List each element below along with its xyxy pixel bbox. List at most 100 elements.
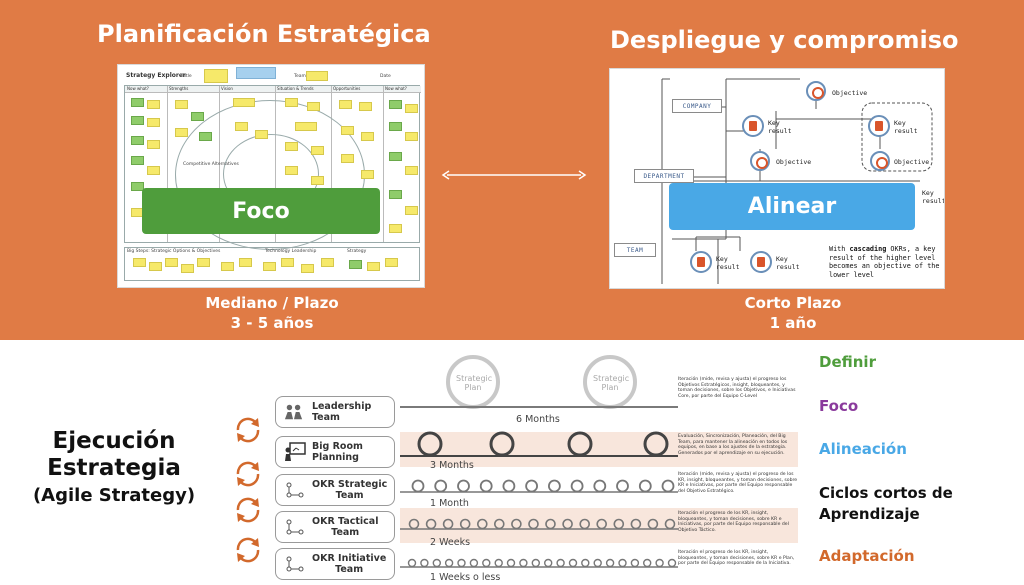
iteration-loop xyxy=(519,558,528,568)
iteration-loop xyxy=(547,479,561,493)
team-box-big-room: Big Room Planning xyxy=(275,436,395,468)
key-result-label-2: result xyxy=(768,127,792,135)
okr-flow-icon xyxy=(286,519,304,535)
se-col-head: Situation & Trends xyxy=(275,86,331,93)
iteration-loop xyxy=(618,558,627,568)
key-result-label-1: Key xyxy=(768,119,780,127)
iteration-loop xyxy=(613,518,625,530)
iteration-loop xyxy=(593,479,607,493)
iteration-loop xyxy=(477,518,488,530)
sticky-note xyxy=(236,67,276,79)
team-name-line1: OKR Initiative xyxy=(312,553,387,564)
foco-button: Foco xyxy=(142,188,380,234)
word-ciclos-line2: Aprendizaje xyxy=(819,505,920,523)
iteration-loop xyxy=(407,558,417,568)
team-name-line1: OKR Strategic xyxy=(312,479,388,490)
team-people-icon xyxy=(284,404,303,420)
team-name-line2: Team xyxy=(335,564,364,575)
se-bottom-mid-label: Technology Leadership xyxy=(265,249,317,254)
iteration-loop xyxy=(638,479,652,493)
right-heading: Despliegue y compromiso xyxy=(610,26,959,54)
objective-target-icon xyxy=(870,151,890,171)
objective-target-icon xyxy=(750,151,770,171)
strategy-explorer-title: Strategy Explorer xyxy=(126,72,186,79)
description-leadership: Iteración (mide, revisa y ajusta) el pro… xyxy=(678,377,796,399)
se-date-field: Date xyxy=(380,74,391,79)
iteration-loop xyxy=(642,558,652,568)
se-col-head: Vision xyxy=(219,86,275,93)
alinear-button: Alinear xyxy=(669,183,915,230)
iteration-loop xyxy=(664,518,676,530)
iteration-loop xyxy=(630,518,642,530)
team-name: OKR Strategic Team xyxy=(312,479,387,501)
iteration-loop xyxy=(482,558,491,568)
iteration-loop xyxy=(647,518,659,530)
iteration-loop xyxy=(442,518,454,530)
okr-company-box: COMPANY xyxy=(672,99,722,113)
description-okr-strategic: Iteración (mide, revisa y ajusta) el pro… xyxy=(678,472,798,494)
se-col-head: Now what? xyxy=(383,86,421,93)
word-definir: Definir xyxy=(819,353,876,371)
strategic-plan-label-2: Strategic Plan xyxy=(593,374,630,392)
iteration-loop xyxy=(667,558,677,568)
iteration-loop xyxy=(469,558,479,568)
se-title-field: Title xyxy=(182,74,192,79)
frequency-okr-strategic: 1 Month xyxy=(430,498,469,509)
team-name-line1: OKR Tactical xyxy=(312,516,379,527)
iteration-loop xyxy=(579,518,590,530)
se-bottom-right-label: Strategy xyxy=(347,249,367,254)
team-name: Leadership Team xyxy=(311,401,372,423)
iteration-loop xyxy=(457,558,466,568)
team-box-leadership: Leadership Team xyxy=(275,396,395,428)
description-okr-initiative: Iteración el progreso de los KR, insight… xyxy=(678,550,795,567)
row-band-tactical xyxy=(400,508,798,543)
left-heading: Planificación Estratégica xyxy=(97,20,431,48)
se-col-head: Strengths xyxy=(167,86,219,93)
objective-target-icon xyxy=(806,81,826,101)
objective-label: Objective xyxy=(776,158,812,166)
okr-department-box: DEPARTMENT xyxy=(634,169,694,183)
iteration-loop xyxy=(556,558,565,568)
left-timeframe: Mediano / Plazo 3 - 5 años xyxy=(178,293,366,333)
okr-flow-icon xyxy=(286,556,304,572)
right-timeframe-line2: 1 año xyxy=(769,314,817,332)
team-name-line1: Big Room xyxy=(312,441,363,452)
sticky-note xyxy=(306,71,328,81)
iteration-loop xyxy=(655,558,664,568)
iteration-loops xyxy=(400,355,678,568)
right-timeframe-line1: Corto Plazo xyxy=(744,294,842,312)
iteration-loop xyxy=(543,558,553,568)
iteration-loop xyxy=(562,518,573,530)
ejec-line1: Ejecución xyxy=(52,428,176,454)
team-box-okr-initiative: OKR Initiative Team xyxy=(275,548,395,580)
cascade-explanation: With cascading OKRs, a key result of the… xyxy=(829,245,940,279)
key-result-icon xyxy=(690,251,712,273)
iteration-loop xyxy=(596,518,607,530)
key-result-label-2: result xyxy=(894,127,918,135)
iteration-loop xyxy=(411,479,425,493)
okr-connector-lines xyxy=(661,78,933,284)
key-result-label-1: Key xyxy=(776,255,788,263)
iteration-loop xyxy=(531,558,541,568)
se-col-head: Now what? xyxy=(125,86,167,93)
key-result-label-2: result xyxy=(716,263,740,271)
description-big-room: Evaluación, Sincronización, Planeación, … xyxy=(678,434,788,456)
iteration-loop xyxy=(425,518,437,530)
se-team-field: Team xyxy=(294,74,306,79)
team-name-line2: Team xyxy=(331,527,360,538)
iteration-loop xyxy=(528,518,539,530)
iteration-loop xyxy=(408,518,420,530)
iteration-loop xyxy=(494,558,503,568)
iteration-loop xyxy=(545,518,556,530)
word-ciclos-line1: Ciclos cortos de xyxy=(819,484,953,502)
iteration-loop xyxy=(593,558,602,568)
strategic-plan-label-1: Strategic Plan xyxy=(456,374,493,392)
iteration-loop xyxy=(506,558,516,568)
iteration-loop xyxy=(420,558,429,568)
team-box-okr-strategic: OKR Strategic Team xyxy=(275,474,395,506)
word-alineacion: Alineación xyxy=(819,440,907,458)
ejec-line2: Estrategia xyxy=(47,455,181,481)
objective-label: Objective xyxy=(894,158,930,166)
objective-label: Objective xyxy=(832,89,868,97)
key-result-icon xyxy=(742,115,764,137)
